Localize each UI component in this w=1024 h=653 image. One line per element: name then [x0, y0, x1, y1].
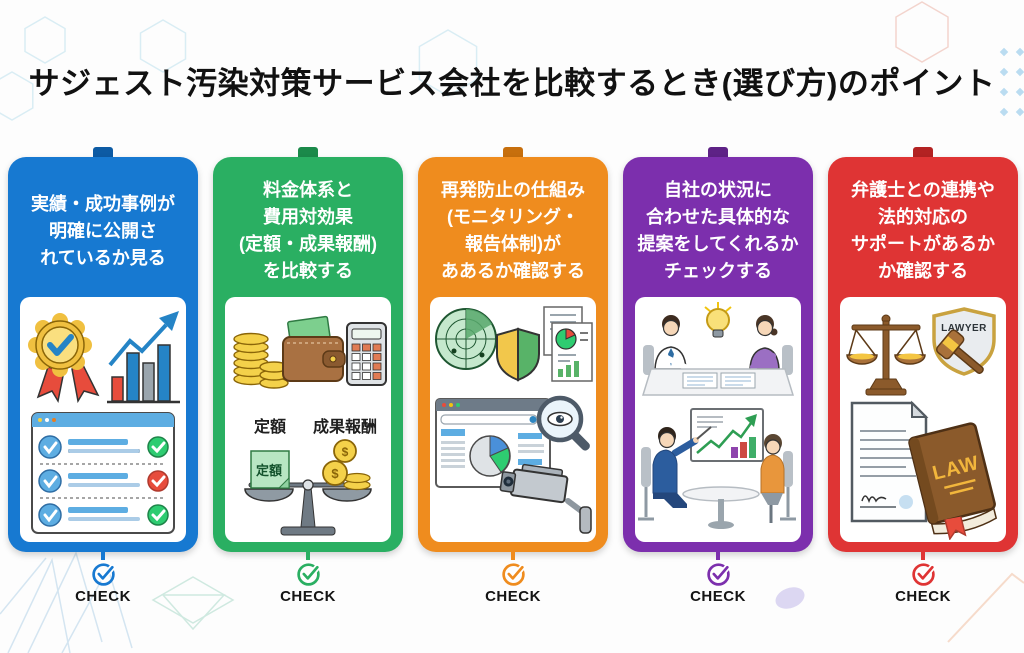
hexagon-pink — [895, 1, 949, 63]
dollar-coins-icon: $ $ — [322, 438, 371, 490]
card-pricing: 料金体系と 費用対効果 (定額・成果報酬) を比較する — [213, 147, 403, 605]
card-track-record: 実績・成功事例が 明確に公開さ れているか見る — [8, 147, 198, 605]
card-title: 再発防止の仕組み (モニタリング・ 報告体制)が ああるか確認する — [430, 167, 596, 295]
cards-row: 実績・成功事例が 明確に公開さ れているか見る — [8, 147, 1018, 605]
card-title: 弁護士との連携や 法的対応の サポートがあるか か確認する — [840, 167, 1006, 295]
fixed-fee-note — [250, 449, 290, 489]
card-proposal: 自社の状況に 合わせた具体的な 提案をしてくれるか チェックする — [623, 147, 813, 605]
card-title: 実績・成功事例が 明確に公開さ れているか見る — [20, 167, 186, 295]
proposal-illustration — [638, 301, 796, 529]
check-circle-icon — [501, 563, 525, 586]
card-title-line: 明確に公開さ — [49, 220, 157, 241]
note-label: 定額 — [255, 463, 282, 478]
legal-illustration: LAWYER — [846, 306, 998, 540]
card-title-line: (定額・成果報酬) — [239, 234, 377, 254]
coin-stack-icon — [233, 332, 289, 389]
card-illustration-panel — [430, 297, 596, 542]
radar-icon — [435, 307, 497, 370]
balance-scale-icon: 定額 $ $ — [244, 438, 372, 535]
magnifier-eye-icon — [536, 395, 590, 451]
check-label: CHECK — [485, 588, 541, 605]
card-connector — [511, 552, 515, 560]
fixed-fee-label: 定額 — [253, 417, 286, 436]
card-top-tab — [298, 147, 318, 157]
card-title-line: 実績・成功事例が — [31, 193, 175, 214]
meeting-idea-icon — [641, 301, 795, 396]
card-title-line: 弁護士との連携や — [851, 180, 995, 200]
card-connector — [716, 552, 720, 560]
card-body: 自社の状況に 合わせた具体的な 提案をしてくれるか チェックする — [623, 157, 813, 552]
card-title-line: 再発防止の仕組み — [441, 180, 585, 200]
check-circle-icon — [706, 563, 730, 586]
presentation-chart-icon — [638, 407, 796, 529]
card-top-tab — [708, 147, 728, 157]
shield-icon — [496, 327, 540, 381]
monitoring-illustration — [435, 305, 593, 534]
svg-text:$: $ — [331, 466, 339, 481]
card-illustration-panel — [20, 297, 186, 542]
card-title-line: 合わせた具体的な — [646, 207, 790, 227]
card-title-line: 自社の状況に — [664, 180, 772, 200]
card-connector — [101, 552, 105, 560]
performance-fee-label: 成果報酬 — [313, 417, 377, 436]
card-connector — [921, 552, 925, 560]
cctv-camera-icon — [499, 463, 592, 534]
card-body: 弁護士との連携や 法的対応の サポートがあるか か確認する — [828, 157, 1018, 552]
card-body: 実績・成功事例が 明確に公開さ れているか見る — [8, 157, 198, 552]
card-title-line: チェックする — [664, 261, 772, 281]
check-label: CHECK — [280, 588, 336, 605]
card-title-line: 料金体系と — [263, 180, 353, 200]
contract-document-icon — [850, 400, 929, 522]
checklist-window-icon — [31, 411, 175, 534]
report-documents-icon — [543, 305, 593, 382]
lawyer-shield-icon: LAWYER — [932, 306, 996, 376]
check-label: CHECK — [75, 588, 131, 605]
card-connector — [306, 552, 310, 560]
card-top-tab — [913, 147, 933, 157]
bookmark-ribbon — [944, 515, 967, 540]
seal — [899, 494, 913, 509]
medal-icon — [28, 312, 100, 403]
lightbulb-icon — [704, 301, 732, 337]
card-title-line: か確認する — [878, 261, 968, 281]
card-illustration-panel — [635, 297, 801, 542]
law-book-icon: LAW — [908, 421, 998, 540]
card-monitoring: 再発防止の仕組み (モニタリング・ 報告体制)が ああるか確認する — [418, 147, 608, 605]
card-title-line: 費用対効果 — [263, 207, 353, 227]
card-body: 再発防止の仕組み (モニタリング・ 報告体制)が ああるか確認する — [418, 157, 608, 552]
card-title-line: サポートがあるか — [851, 234, 995, 254]
blueprint-papers — [682, 372, 756, 388]
card-body: 料金体系と 費用対効果 (定額・成果報酬) を比較する — [213, 157, 403, 552]
pricing-illustration: 定額 成果報酬 定額 — [233, 315, 387, 535]
card-title-line: を比較する — [263, 261, 353, 281]
svg-text:$: $ — [342, 445, 349, 459]
justice-scale-icon — [846, 314, 926, 395]
growth-bar-chart-icon — [107, 310, 180, 403]
card-title: 料金体系と 費用対効果 (定額・成果報酬) を比較する — [225, 167, 391, 295]
card-top-tab — [503, 147, 523, 157]
signature — [861, 494, 887, 503]
card-title-line: 法的対応の — [878, 207, 968, 227]
card-title-line: れているか見る — [40, 247, 166, 268]
calculator-icon — [346, 321, 387, 386]
card-title-line: 報告体制)が — [465, 234, 561, 254]
check-label: CHECK — [895, 588, 951, 605]
card-title-line: ああるか確認する — [441, 261, 585, 281]
page-title: サジェスト汚染対策サービス会社を比較するとき(選び方)のポイント — [28, 66, 996, 101]
card-title-line: 提案をしてくれるか — [637, 234, 799, 254]
shield-label: LAWYER — [941, 323, 987, 334]
card-illustration-panel: LAWYER — [840, 297, 1006, 542]
gavel-icon — [935, 328, 984, 374]
check-circle-icon — [911, 563, 935, 586]
card-illustration-panel: 定額 成果報酬 定額 — [225, 297, 391, 542]
card-title: 自社の状況に 合わせた具体的な 提案をしてくれるか チェックする — [635, 167, 801, 295]
wallet-icon — [282, 315, 346, 382]
card-top-tab — [93, 147, 113, 157]
track-record-illustration — [28, 310, 180, 534]
check-circle-icon — [296, 563, 320, 586]
card-legal: 弁護士との連携や 法的対応の サポートがあるか か確認する — [828, 147, 1018, 605]
card-title-line: (モニタリング・ — [447, 207, 579, 227]
check-circle-icon — [91, 563, 115, 586]
check-label: CHECK — [690, 588, 746, 605]
